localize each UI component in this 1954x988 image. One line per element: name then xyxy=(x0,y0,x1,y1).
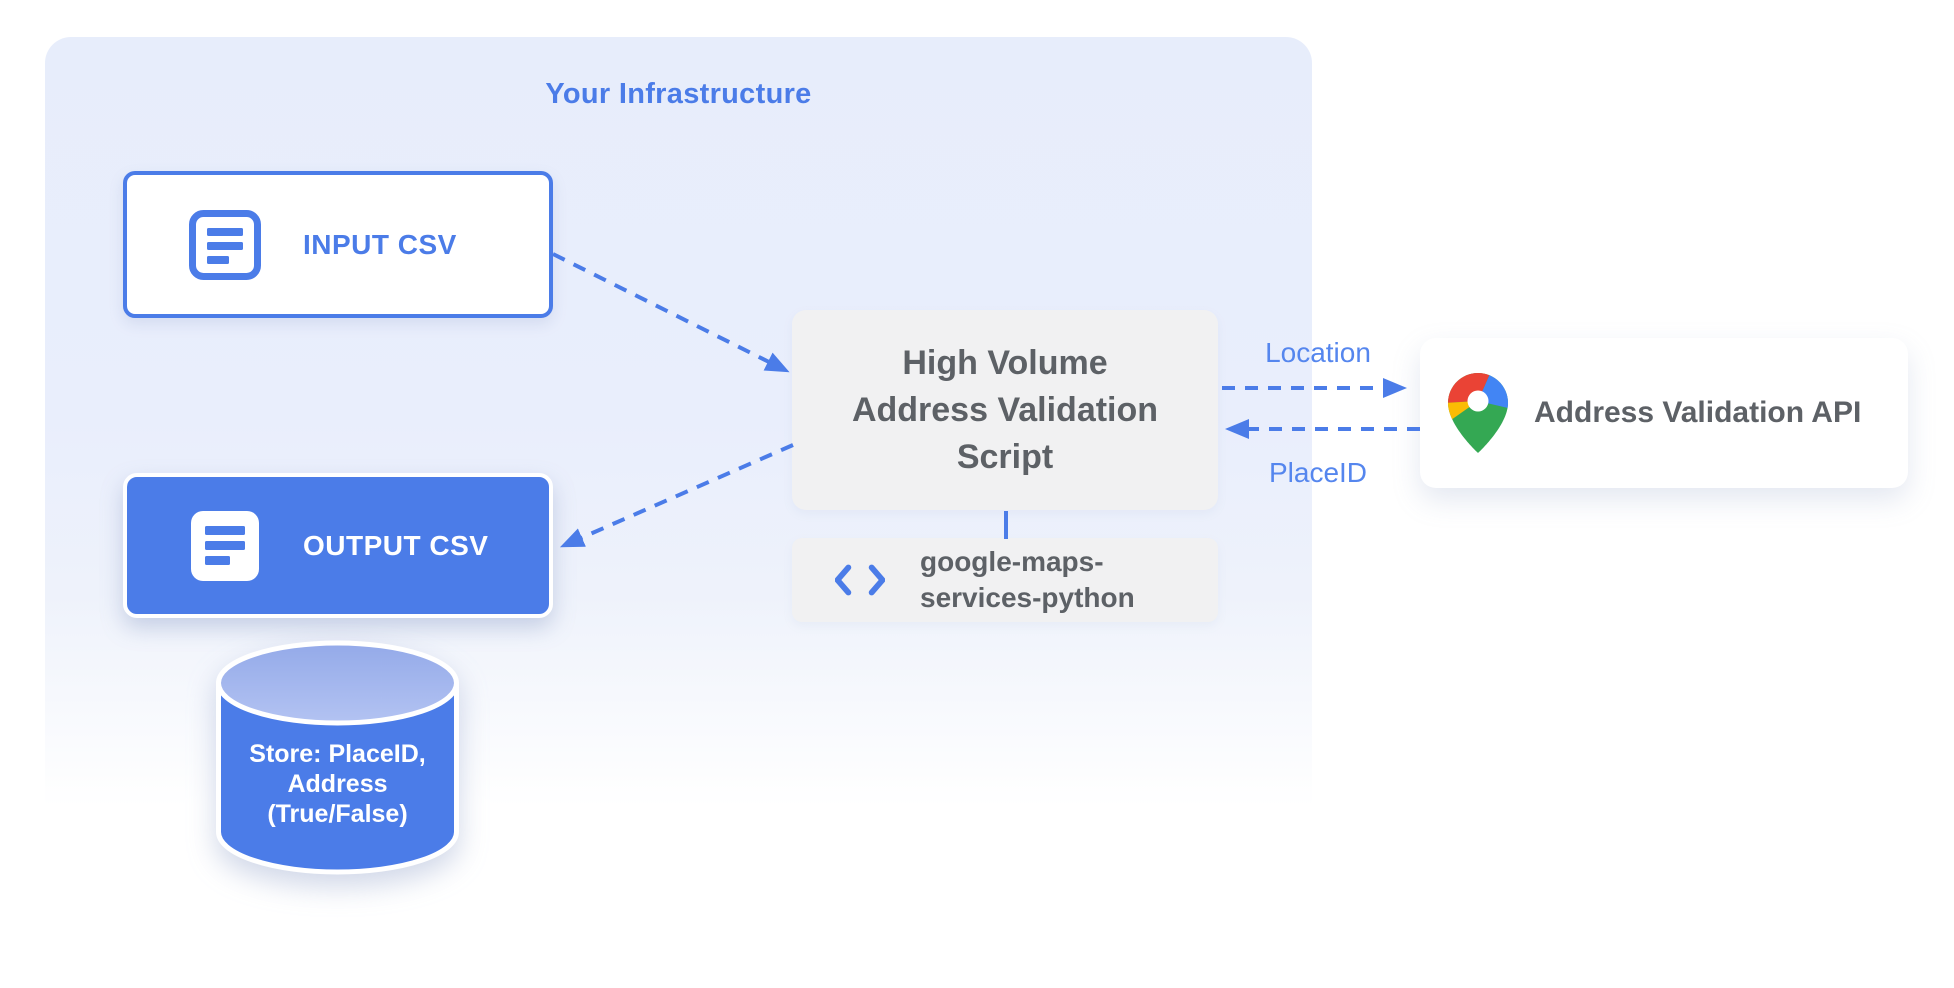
library-box: google-maps- services-python xyxy=(792,538,1218,622)
document-icon xyxy=(189,209,261,280)
cylinder-top xyxy=(216,640,459,726)
output-csv-box: OUTPUT CSV xyxy=(123,473,553,618)
cylinder-body xyxy=(216,683,459,875)
google-maps-pin-icon xyxy=(1448,373,1508,453)
api-card: Address Validation API xyxy=(1420,338,1908,488)
library-label-line2: services-python xyxy=(920,582,1135,613)
arrow-label-location: Location xyxy=(1265,337,1371,368)
script-box: High Volume Address Validation Script xyxy=(792,310,1218,510)
code-icon xyxy=(835,564,885,596)
input-csv-box: INPUT CSV xyxy=(123,171,553,318)
arrow-label-placeid: PlaceID xyxy=(1268,457,1368,488)
infrastructure-title: Your Infrastructure xyxy=(545,78,812,110)
script-label-line2: Address Validation xyxy=(851,391,1159,429)
script-label-line3: Script xyxy=(956,438,1054,476)
input-csv-label: INPUT CSV xyxy=(303,228,457,260)
library-label: google-maps- services-python xyxy=(920,544,1135,616)
datastore-label-line2: Address xyxy=(287,770,387,798)
datastore-label-line3: (True/False) xyxy=(267,800,407,828)
output-csv-label: OUTPUT CSV xyxy=(303,529,489,561)
document-icon xyxy=(191,510,259,581)
script-label-line1: High Volume xyxy=(902,344,1108,382)
datastore-cylinder: Store: PlaceID, Address (True/False) xyxy=(216,640,459,875)
library-label-line1: google-maps- xyxy=(920,546,1104,577)
api-label: Address Validation API xyxy=(1534,396,1862,429)
datastore-label-line1: Store: PlaceID, xyxy=(249,740,425,768)
